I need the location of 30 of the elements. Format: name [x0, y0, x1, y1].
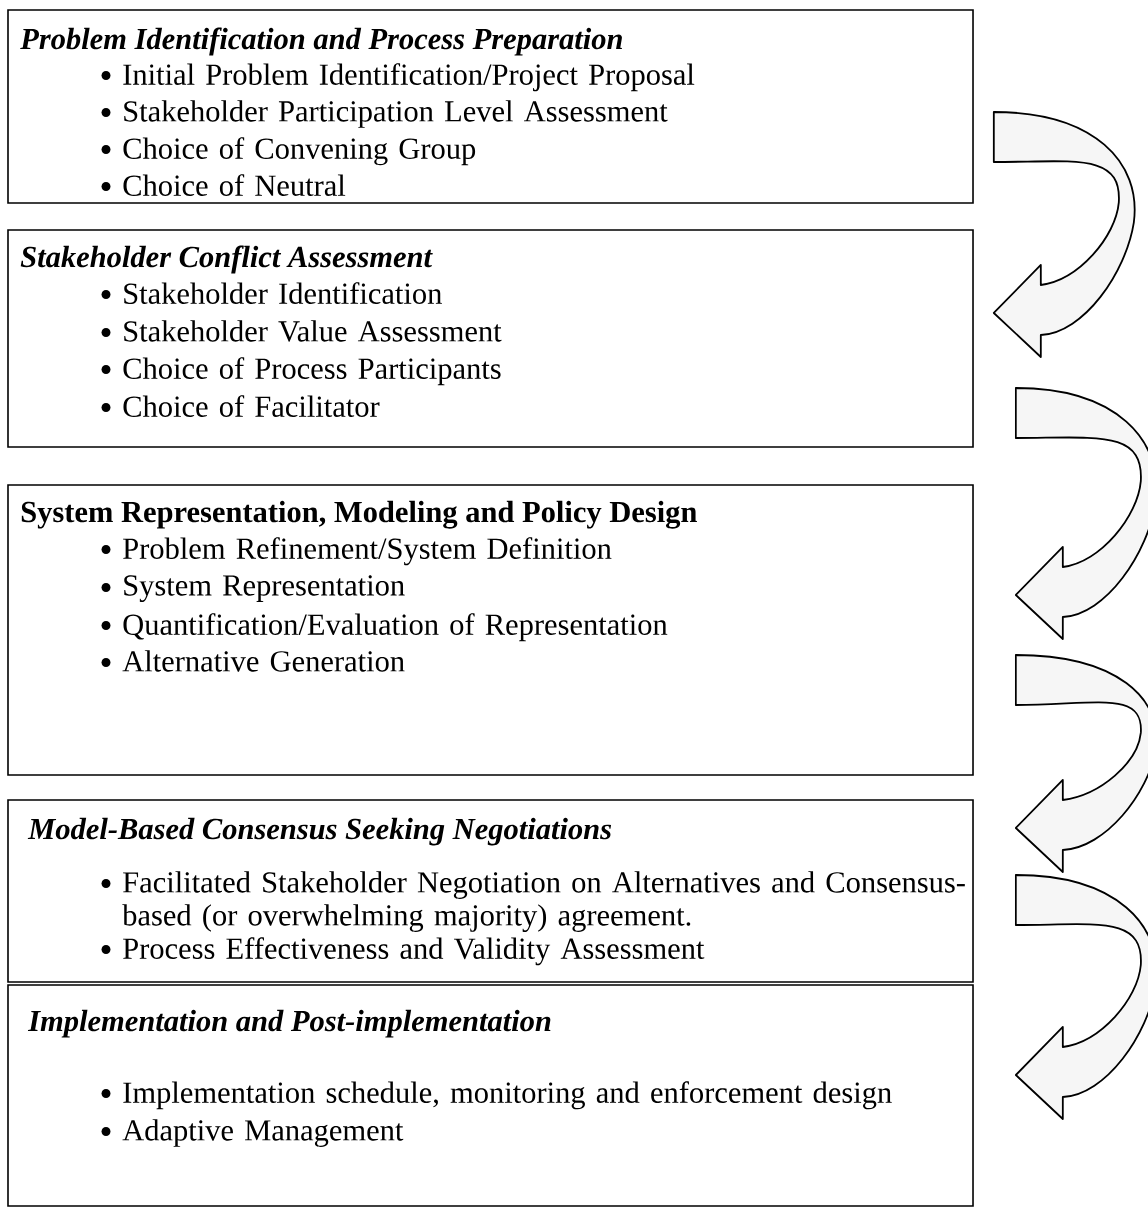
list-item: Implementation schedule, monitoring and enforcement design — [123, 1081, 892, 1110]
list-item: Choice of Neutral — [123, 174, 346, 196]
list-item: Alternative Generation — [122, 650, 405, 672]
stage-heading: Model-Based Consensus Seeking Negotiations — [27, 817, 612, 846]
list-item: Choice of Process Participants — [123, 357, 501, 386]
stage-box — [7, 799, 974, 983]
stage-box — [7, 229, 974, 448]
list-item: System Representation — [124, 575, 405, 602]
curved-arrow — [1014, 387, 1148, 640]
list-item: Stakeholder Participation Level Assessment — [124, 100, 668, 128]
list-item: Quantification/Evaluation of Representation — [123, 613, 668, 642]
stage-heading: Problem Identification and Process Preparation — [20, 27, 622, 56]
list-item: Choice of Convening Group — [123, 137, 476, 166]
list-item: Facilitated Stakeholder Negotiation on Alternatives and Consensus-based (or overwhelming majority) agreement. — [122, 871, 965, 932]
curved-arrow — [992, 111, 1136, 358]
stage-box — [7, 484, 974, 776]
list-item: Stakeholder Identification — [124, 282, 442, 304]
stage-box — [7, 984, 974, 1207]
stage-heading: System Representation, Modeling and Policy Design — [21, 500, 697, 529]
curved-arrow — [1014, 654, 1148, 873]
list-item: Adaptive Management — [122, 1119, 404, 1147]
stage-heading: Implementation and Post-implementation — [27, 1009, 551, 1038]
curved-arrow — [1014, 874, 1148, 1120]
list-item: Process Effectiveness and Validity Assessment — [123, 937, 705, 966]
list-item: Problem Refinement/System Definition — [123, 537, 612, 566]
stage-box — [7, 9, 974, 204]
stage-heading: Stakeholder Conflict Assessment — [20, 245, 433, 274]
list-item: Stakeholder Value Assessment — [124, 320, 502, 342]
list-item: Choice of Facilitator — [123, 395, 380, 417]
list-item: Initial Problem Identification/Project Proposal — [123, 63, 695, 92]
